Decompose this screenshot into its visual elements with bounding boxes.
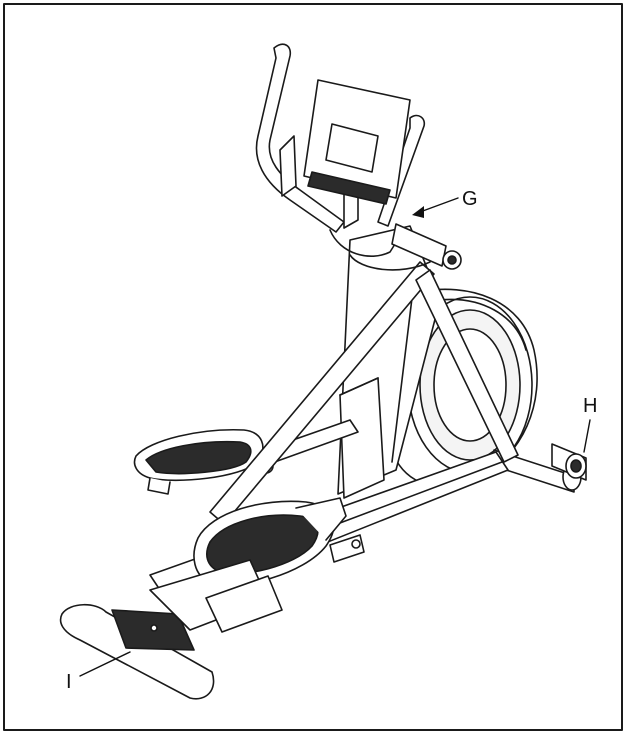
leader-line-i: [80, 652, 130, 676]
front-stabilizer: [61, 560, 282, 699]
leader-line-h: [584, 420, 590, 452]
right-pedal-assembly: [194, 498, 346, 585]
callout-label-i: I: [66, 671, 72, 693]
callout-label-h: H: [583, 395, 598, 417]
handlebars: [256, 44, 430, 270]
console: [304, 80, 410, 204]
upper-pivot: [392, 224, 461, 269]
rear-stabilizer: [494, 444, 586, 492]
arrow-head-g: [412, 206, 424, 218]
callout-label-g: G: [462, 188, 478, 210]
leader-lines: [80, 198, 590, 676]
leader-line-g: [420, 198, 458, 212]
diagram-border: [4, 4, 622, 730]
